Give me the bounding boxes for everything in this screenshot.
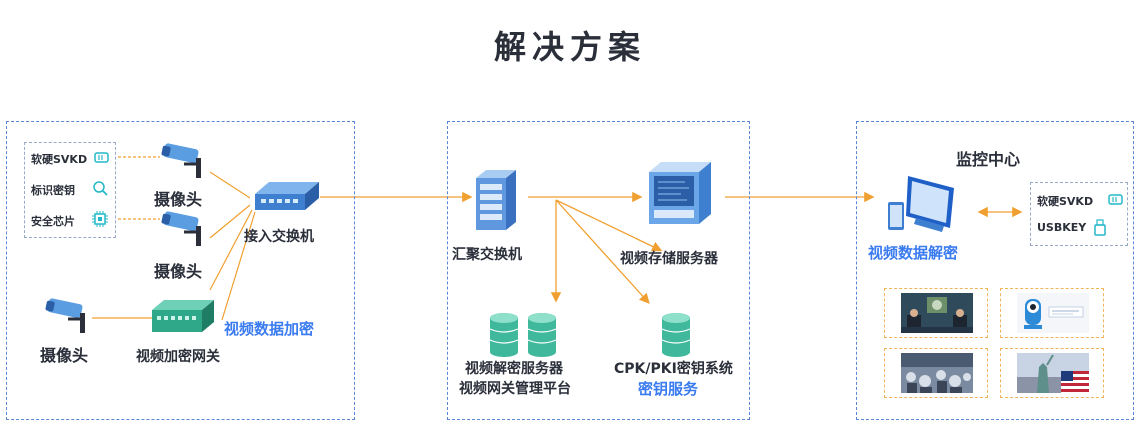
gateway-icon	[152, 300, 214, 332]
legend-label-2: 标识密钥	[31, 184, 75, 197]
link-gw-switch-2	[221, 211, 256, 321]
camera-icon-2	[161, 211, 201, 246]
legend-label-1: 软硬SVKD	[31, 153, 88, 166]
storage-server-label: 视频存储服务器	[620, 251, 718, 267]
usb-key-icon	[1108, 194, 1123, 205]
link-cam1-switch	[209, 171, 251, 199]
camera-icon-1	[161, 143, 201, 178]
access-switch-icon	[255, 182, 319, 210]
pki-system-label: CPK/PKI密钥系统	[614, 361, 733, 377]
security-legend: 软硬SVKD 标识密钥 安全芯片	[24, 142, 116, 238]
key-legend: 软硬SVKD USBKEY	[1030, 182, 1128, 246]
thumbnail-box-2	[1000, 288, 1104, 338]
key-label-2: USBKEY	[1037, 221, 1087, 234]
usb-key-icon	[94, 152, 109, 163]
gateway-platform-label: 视频网关管理平台	[459, 381, 571, 397]
decrypt-label: 视频数据解密	[868, 244, 959, 262]
thumbnail-box-4	[1000, 348, 1104, 398]
pki-system-icon	[661, 313, 691, 357]
monitor-icon	[888, 176, 954, 232]
camera-label-1: 摄像头	[154, 190, 203, 209]
camera-icon-3	[45, 298, 85, 333]
home-camera-thumbnail	[1017, 293, 1089, 333]
statue-of-liberty-thumbnail	[1017, 353, 1089, 393]
link-agg-storage-2	[555, 199, 663, 252]
access-switch-label: 接入交换机	[244, 229, 314, 245]
key-search-icon	[93, 181, 108, 196]
crowd-thumbnail	[901, 353, 973, 393]
camera-label-3: 摄像头	[40, 346, 89, 365]
usb-token-icon	[1094, 219, 1106, 236]
key-label-1: 软硬SVKD	[1037, 195, 1094, 208]
key-service-label: 密钥服务	[638, 380, 699, 398]
link-agg-pki	[555, 199, 650, 304]
thumbnail-box-1	[884, 288, 988, 338]
camera-label-2: 摄像头	[154, 262, 203, 281]
gateway-label: 视频加密网关	[136, 349, 220, 365]
link-gw-switch	[209, 209, 253, 291]
page-title: 解决方案	[493, 28, 646, 66]
aggregation-switch-icon	[476, 170, 516, 230]
decrypt-server-label: 视频解密服务器	[465, 361, 563, 377]
decrypt-server-icon	[489, 313, 557, 357]
left-panel	[6, 121, 355, 420]
chip-icon	[92, 211, 108, 227]
middle-panel	[447, 121, 750, 420]
encrypt-label: 视频数据加密	[224, 320, 315, 338]
right-panel	[856, 121, 1134, 420]
storage-server-icon	[649, 162, 711, 224]
link-cam2-switch	[209, 204, 251, 239]
aggregation-switch-label: 汇聚交换机	[452, 247, 522, 263]
legend-label-3: 安全芯片	[31, 215, 75, 228]
news-studio-thumbnail	[901, 293, 973, 333]
monitor-center-title: 监控中心	[956, 150, 1021, 169]
thumbnail-box-3	[884, 348, 988, 398]
